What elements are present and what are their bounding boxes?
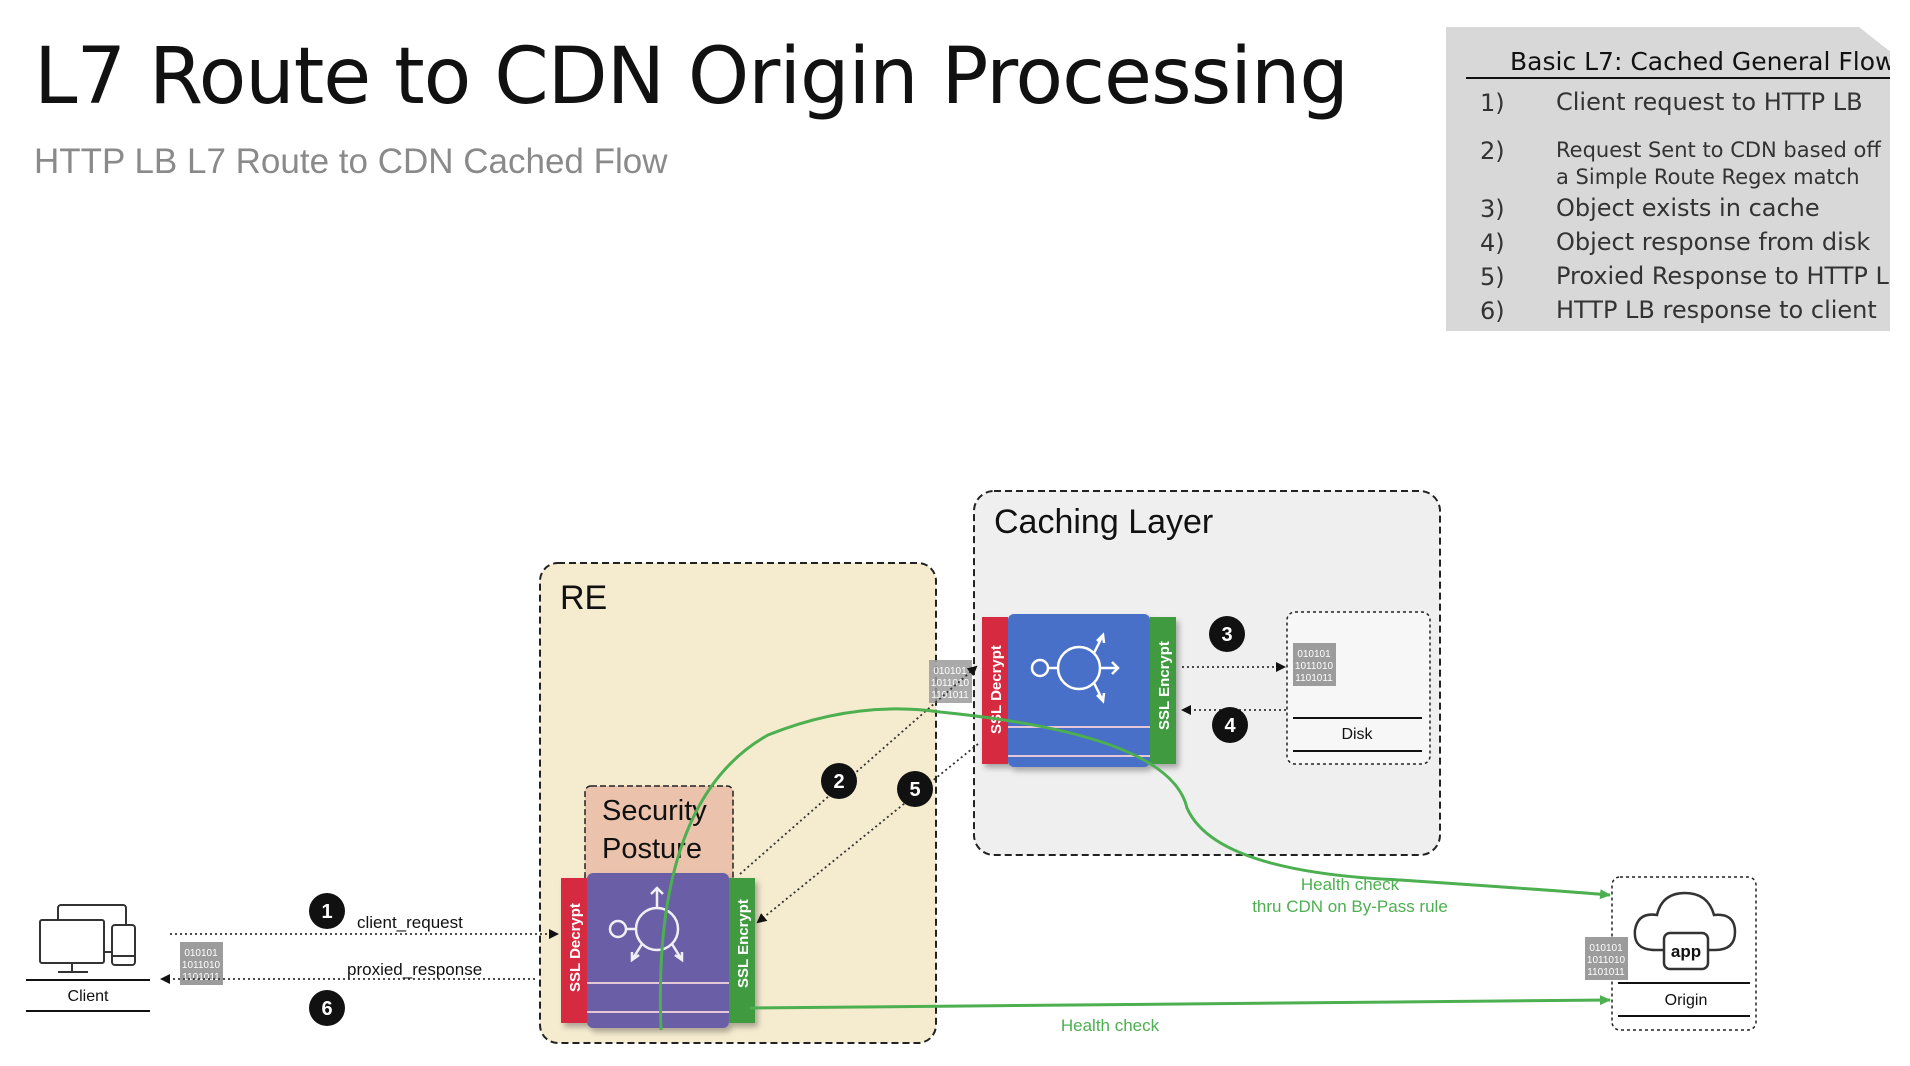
binary-line: 1011010 [1295,661,1334,672]
flow-step-text: Object exists in cache [1556,194,1820,222]
flow-step-text: Proxied Response to HTTP LB [1556,262,1906,290]
binary-line: 010101 [933,666,967,677]
binary-line: 1011010 [182,960,221,971]
caching-layer-label: Caching Layer [994,503,1213,541]
step-badge-4: 4 [1212,707,1248,743]
binary-line: 1011010 [1587,955,1626,966]
flow-step-number: 4) [1480,229,1505,257]
health-check-direct-path [749,995,1611,1010]
cdn-router-icon [1030,632,1120,704]
security-label-line2: Posture [602,833,702,865]
flow-step-text: Object response from disk [1556,228,1871,256]
flow-step-text: Request Sent to CDN based off a Simple R… [1556,138,1881,189]
cdn-request-arrow [739,665,978,875]
badge-number: 1 [321,901,332,923]
origin-label: Origin [1665,992,1708,1009]
flow-step-text: HTTP LB response to client [1556,296,1877,324]
step-badge-5: 5 [897,771,933,807]
lb-ssl-decrypt-label: SSL Decrypt [567,903,584,992]
health-check-cdn-path [658,707,1611,1031]
step-badge-3: 3 [1209,616,1245,652]
binary-data-icon: 010101 1011010 1101011 [929,660,972,703]
flow-step-number: 2) [1480,137,1505,165]
disk-label: Disk [1341,726,1373,743]
flow-steps-panel: Basic L7: Cached General Flow 1)Client r… [1446,27,1890,331]
binary-line: 010101 [184,948,218,959]
health-check-cdn-label-2: thru CDN on By-Pass rule [1252,897,1448,916]
step-badge-2: 2 [821,763,857,799]
client-label: Client [68,988,109,1005]
binary-line: 010101 [1589,943,1623,954]
binary-line: 1011010 [931,678,970,689]
proxied-response-label: proxied_response [347,960,482,979]
step-badge-6: 6 [309,990,345,1026]
app-label: app [1671,942,1701,961]
client-devices-icon [39,904,136,973]
badge-number: 6 [321,998,332,1020]
binary-line: 1101011 [182,972,220,983]
badge-number: 3 [1221,624,1232,646]
flow-step-number: 5) [1480,263,1505,291]
binary-data-icon: 010101 1011010 1101011 [1585,937,1628,980]
binary-line: 010101 [1297,649,1331,660]
badge-number: 2 [833,771,844,793]
flow-step-number: 6) [1480,297,1505,325]
badge-number: 4 [1224,715,1236,737]
page-title: L7 Route to CDN Origin Processing [34,32,1349,122]
cdn-ssl-encrypt-label: SSL Encrypt [1156,641,1173,730]
client-request-label: client_request [357,913,463,932]
re-label: RE [560,579,607,617]
binary-line: 1101011 [1587,967,1625,978]
flow-panel-divider [1466,77,1890,79]
flow-step-number: 3) [1480,195,1505,223]
binary-data-icon: 010101 1011010 1101011 [1293,643,1336,686]
flow-panel-title: Basic L7: Cached General Flow [1510,47,1896,76]
binary-data-icon: 010101 1011010 1101011 [180,942,223,985]
step-badge-1: 1 [309,893,345,929]
health-check-cdn-label-1: Health check [1301,875,1400,894]
cdn-ssl-decrypt-label: SSL Decrypt [988,645,1005,734]
cdn-response-arrow [756,743,979,924]
lb-router-icon [608,886,684,963]
cdn-load-balancer [982,614,1176,767]
health-check-direct-label: Health check [1061,1016,1160,1035]
flow-step-text: Client request to HTTP LB [1556,88,1863,116]
page-subtitle: HTTP LB L7 Route to CDN Cached Flow [34,142,668,181]
lb-ssl-encrypt-label: SSL Encrypt [735,899,752,988]
binary-line: 1101011 [931,690,969,701]
cloud-icon [1633,891,1737,971]
badge-number: 5 [909,779,920,801]
binary-line: 1101011 [1295,673,1333,684]
flow-step-number: 1) [1480,89,1505,117]
